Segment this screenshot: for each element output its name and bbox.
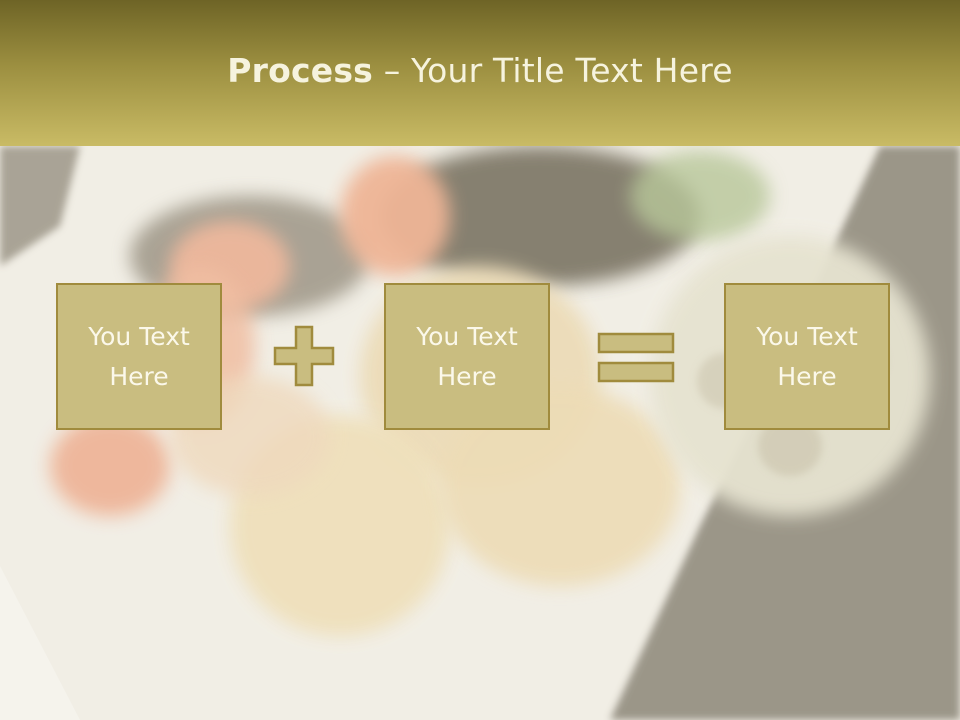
process-box-2: You Text Here [384,283,550,430]
plus-icon [273,325,335,387]
tempura-background-image [0,146,960,720]
process-box-3: You Text Here [724,283,890,430]
slide-title: Process – Your Title Text Here [227,51,733,90]
equals-icon [597,332,675,383]
title-bar: Process – Your Title Text Here [0,0,960,146]
process-box-1: You Text Here [56,283,222,430]
title-bold-word: Process [227,50,374,90]
title-text: – Your Title Text Here [373,50,733,90]
